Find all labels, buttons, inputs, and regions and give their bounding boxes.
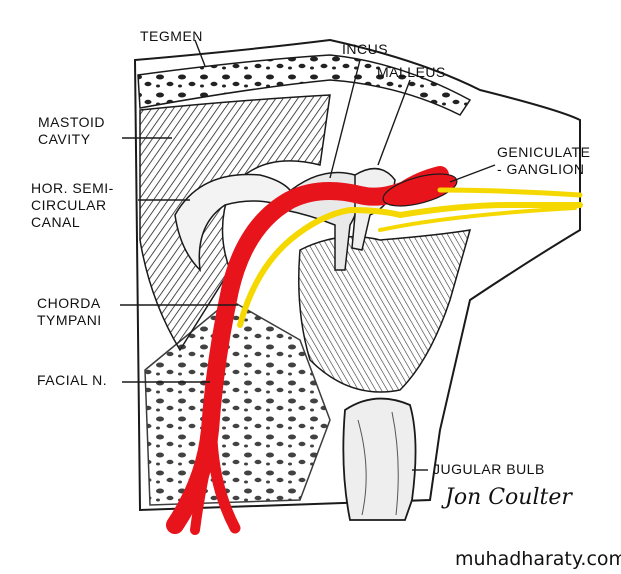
label-semicircular-canal: HOR. SEMI- CIRCULAR CANAL [31,180,114,230]
artist-signature: Jon Coulter [445,485,572,510]
leader-lines [120,39,496,471]
facial-nerve-branch-b [190,435,217,535]
label-tegmen: TEGMEN [140,28,203,44]
label-facial-nerve: FACIAL N. [37,372,108,388]
greater-petrosal-branch [437,187,583,198]
label-mastoid-cavity: MASTOID CAVITY [38,114,106,147]
semicircular-canal [174,173,297,273]
label-incus: INCUS [342,41,389,57]
label-geniculate-ganglion: GENICULATE - GANGLION [497,144,591,177]
label-chorda-tympani: CHORDA TYMPANI [37,295,102,328]
jugular-bulb [342,397,417,521]
chorda-tympani [237,201,583,328]
watermark: muhadharaty.com [455,548,621,570]
label-malleus: MALLEUS [377,64,446,80]
lesser-branch [378,206,577,232]
label-jugular-bulb: JUGULAR BULB [433,461,545,477]
tegmen-band [137,54,472,116]
